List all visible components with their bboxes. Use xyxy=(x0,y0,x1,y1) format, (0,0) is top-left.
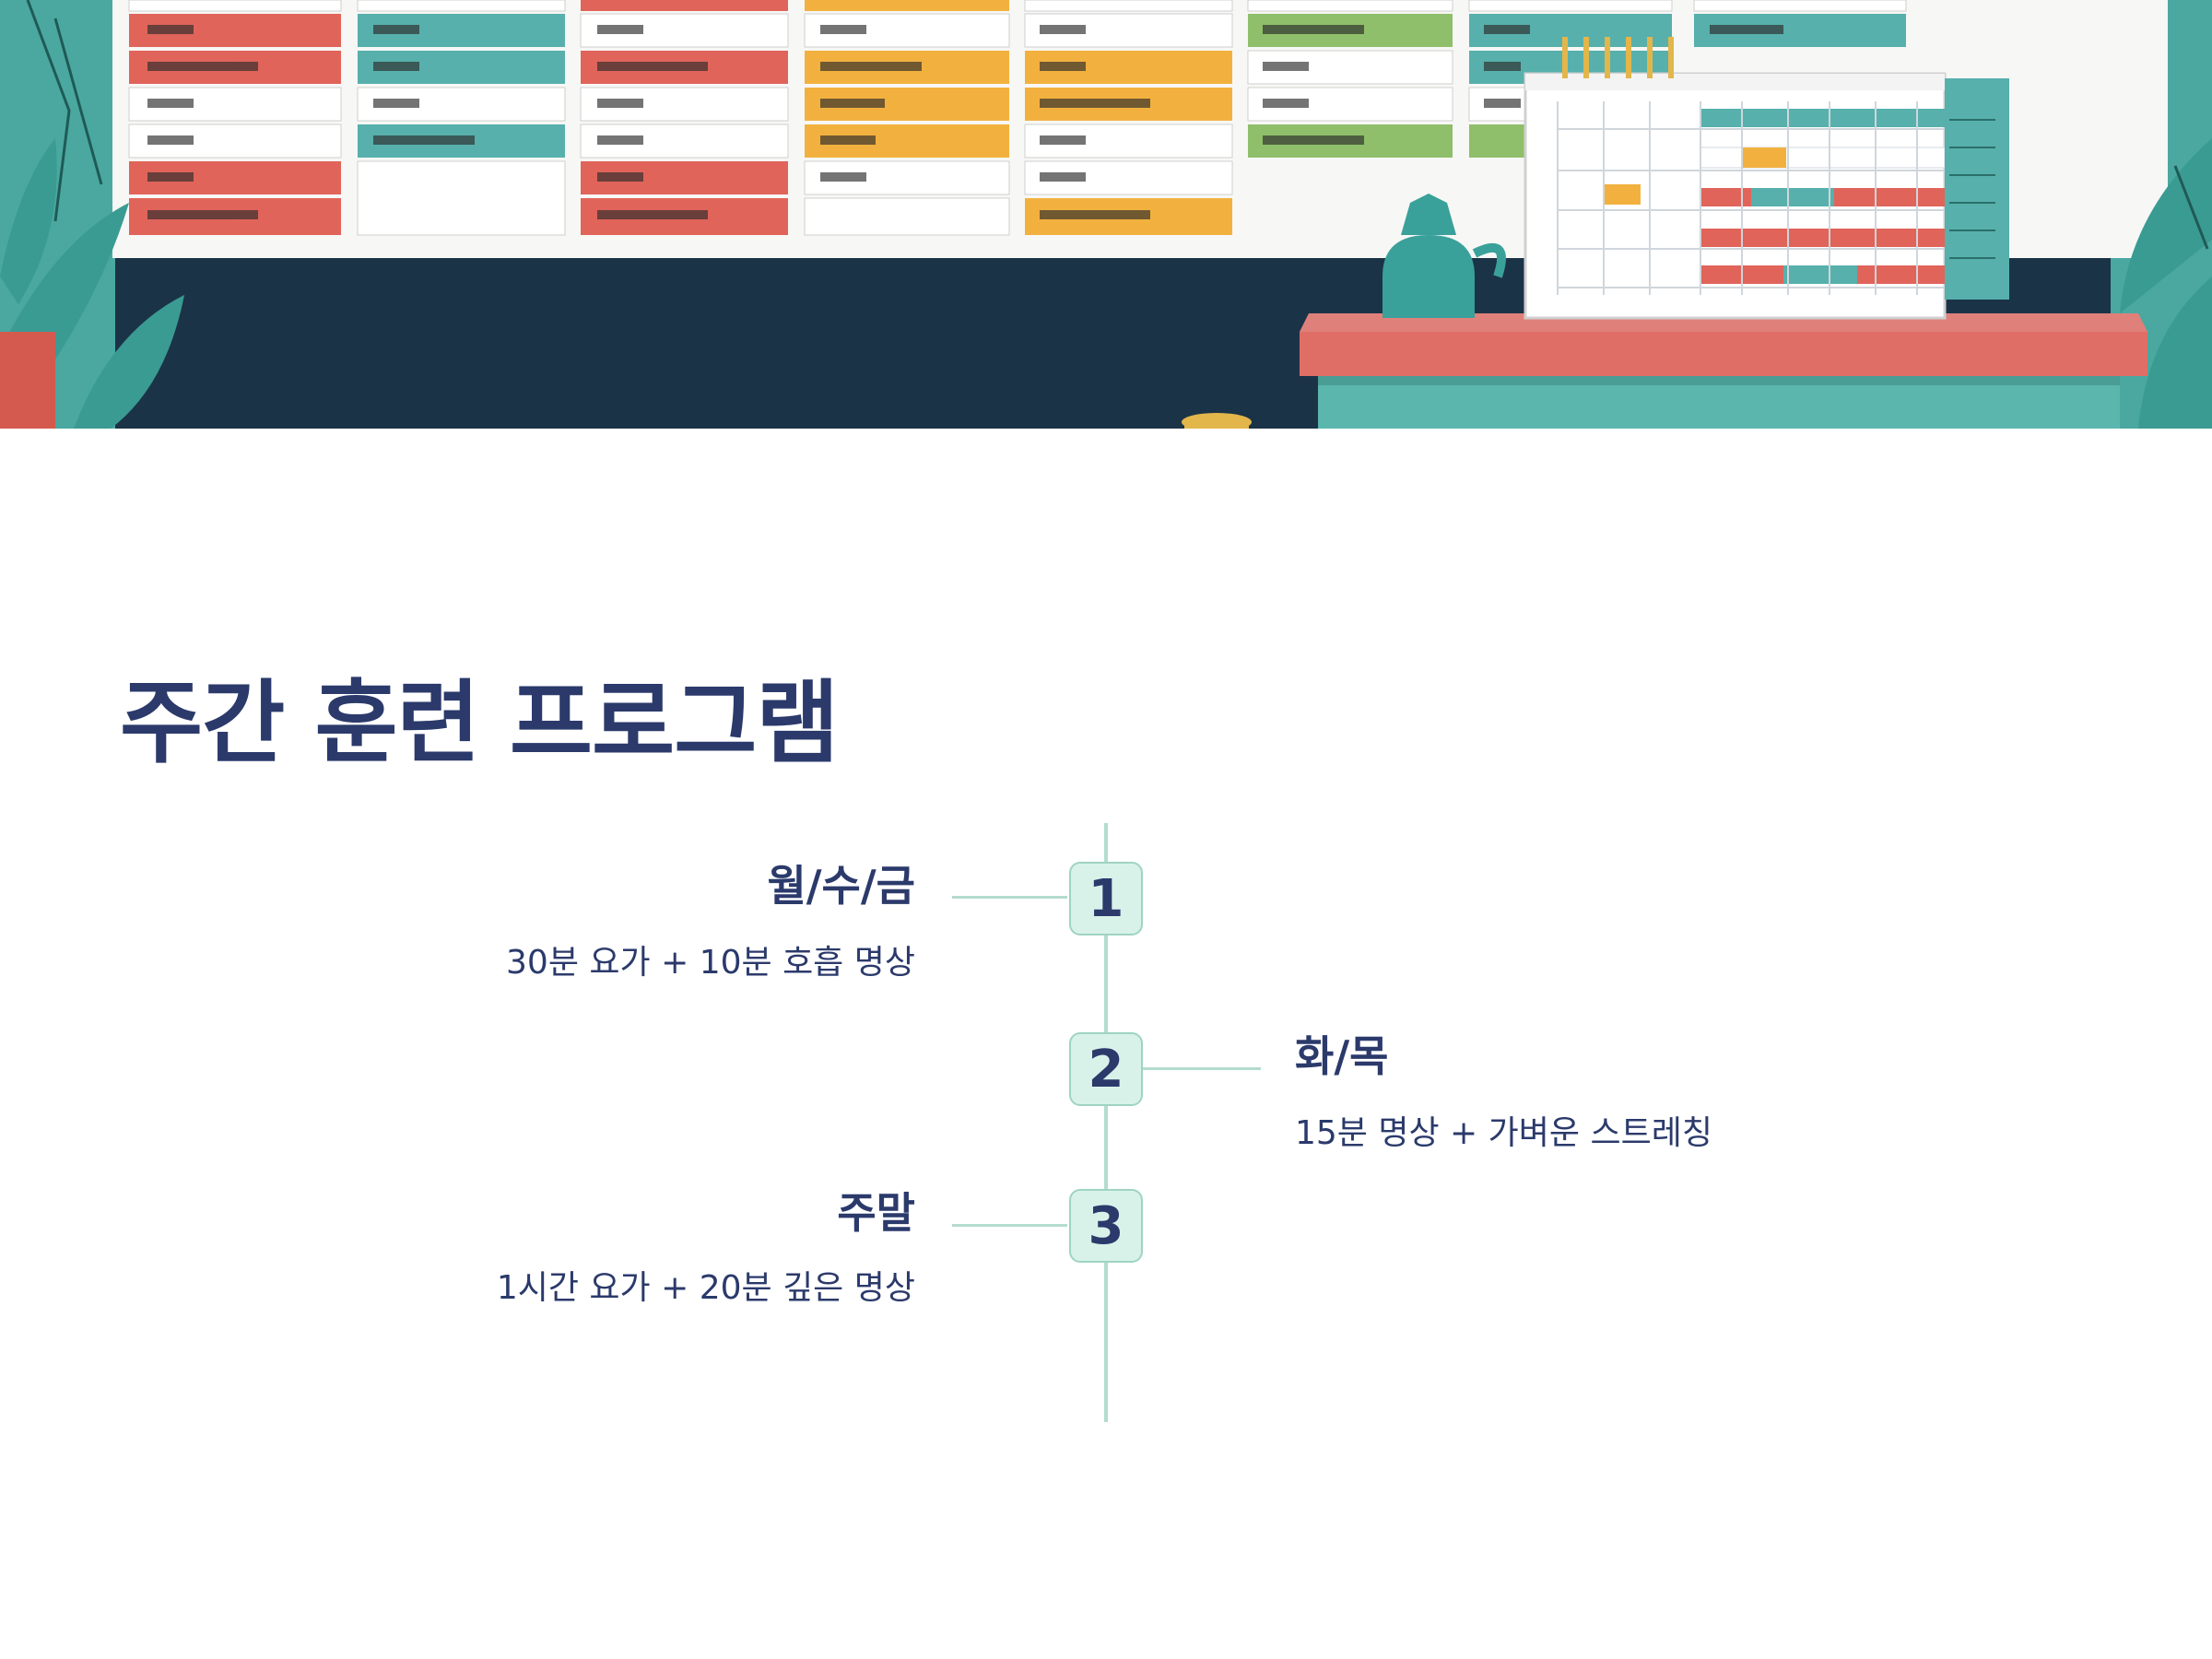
timeline-line xyxy=(1104,823,1108,1422)
step-2-description: 15분 명상 + 가벼운 스트레칭 xyxy=(1295,1114,1712,1152)
step-3-connector xyxy=(952,1224,1067,1227)
step-1-marker: 1 xyxy=(1069,862,1143,935)
step-3-number: 3 xyxy=(1088,1195,1124,1256)
step-1-number: 1 xyxy=(1088,868,1124,929)
page-title: 주간 훈련 프로그램 xyxy=(120,671,840,776)
step-2-marker: 2 xyxy=(1069,1032,1143,1106)
step-1-description: 30분 요가 + 10분 호흡 명상 xyxy=(506,944,915,982)
step-2-number: 2 xyxy=(1088,1039,1124,1100)
step-3-description: 1시간 요가 + 20분 깊은 명상 xyxy=(496,1269,915,1307)
step-2-heading: 화/목 xyxy=(1295,1031,1389,1081)
step-3-heading: 주말 xyxy=(837,1188,915,1238)
step-2-connector xyxy=(1143,1067,1261,1070)
step-1-connector xyxy=(952,896,1067,899)
step-3-marker: 3 xyxy=(1069,1189,1143,1263)
step-1-heading: 월/수/금 xyxy=(767,861,915,911)
hero-illustration xyxy=(0,0,2212,429)
